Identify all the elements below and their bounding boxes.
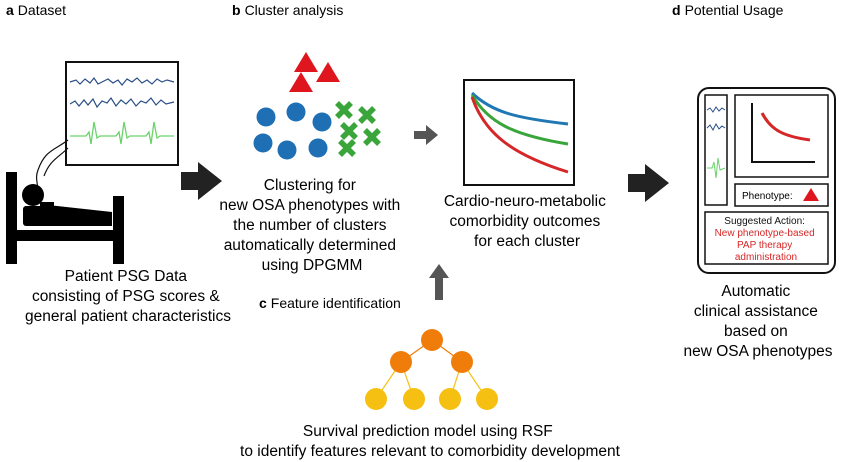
panel-c-caption: Survival prediction model using RSF to i… [240, 423, 621, 460]
suggested-action: Suggested Action: New phenotype-based PA… [715, 216, 818, 263]
flow-arrow-a-to-b [181, 162, 222, 200]
flow-arrow-cluster-to-outcome [414, 125, 438, 145]
decision-tree-icon [365, 329, 498, 410]
psg-monitor-icon [65, 61, 179, 166]
flow-arrow-feature-to-outcome [429, 264, 449, 300]
patient-in-bed-icon [6, 172, 124, 264]
panel-b-caption: Clustering for new OSA phenotypes with t… [219, 177, 404, 274]
panel-d-caption: Automatic clinical assistance based on n… [683, 283, 832, 360]
survival-curve-icon [463, 79, 575, 186]
outcome-caption: Cardio-neuro-metabolic comorbidity outco… [444, 193, 610, 250]
clinical-display-icon [697, 87, 836, 274]
sensor-cable-2 [43, 147, 69, 177]
cluster-scatter-icon [253, 52, 381, 160]
flow-arrow-b-to-d [628, 164, 669, 202]
panel-a-caption: Patient PSG Data consisting of PSG score… [25, 268, 231, 325]
phenotype-label: Phenotype: [742, 191, 793, 202]
sensor-cable [35, 139, 69, 191]
